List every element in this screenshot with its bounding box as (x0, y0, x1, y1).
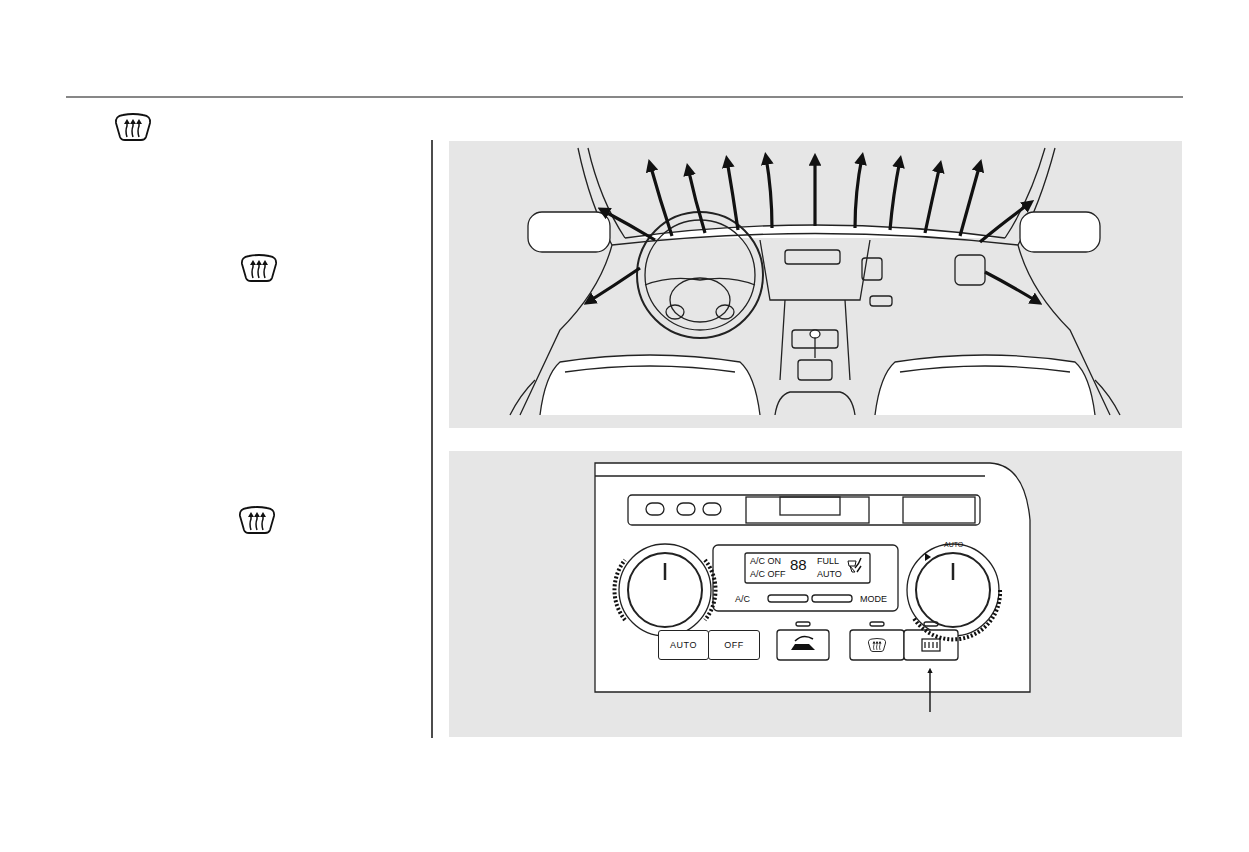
panel-label: MODE (860, 594, 887, 604)
panel-label: A/C OFF (750, 569, 786, 579)
panel-label: 88 (790, 557, 807, 573)
panel-label: A/C (735, 594, 750, 604)
panel-label: A/C ON (750, 556, 781, 566)
control-button: OFF (708, 630, 760, 660)
control-button: AUTO (658, 630, 709, 660)
button-label: OFF (724, 640, 744, 650)
panel-label: FULL (817, 556, 839, 566)
panel-label: AUTO (944, 541, 963, 549)
panel-label: AUTO (817, 569, 842, 579)
button-label: AUTO (670, 640, 697, 650)
